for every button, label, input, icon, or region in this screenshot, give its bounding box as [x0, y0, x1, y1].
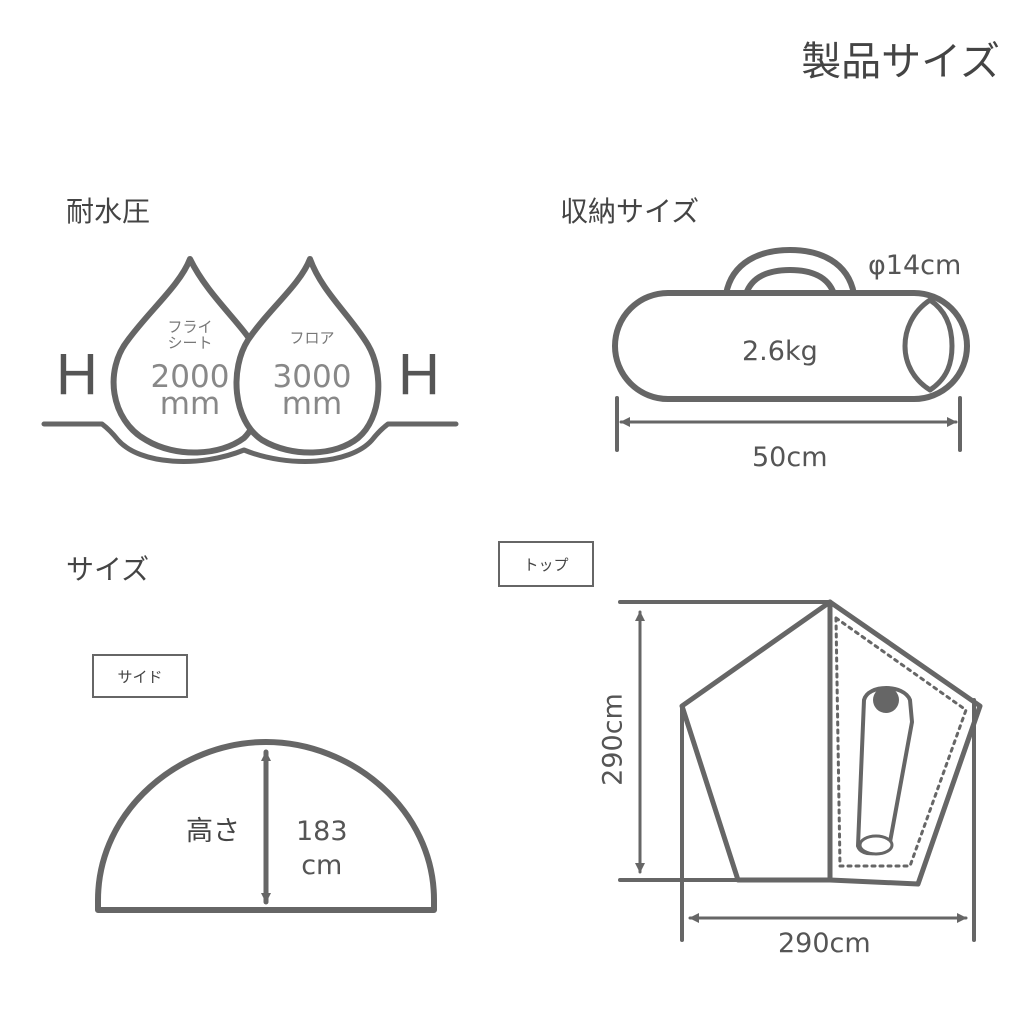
water-pressure-heading: 耐水圧	[66, 195, 151, 228]
side-view-tag: サイド	[92, 654, 188, 698]
bag-weight-label: 2.6kg	[742, 336, 818, 367]
page-title: 製品サイズ	[801, 39, 1000, 85]
h-letter-right: H	[398, 342, 440, 407]
storage-bag-illustration	[612, 247, 970, 452]
ground-line	[41, 421, 459, 464]
height-label: 高さ	[186, 816, 240, 847]
inner-tent-dotted	[834, 616, 968, 868]
top-view-illustration	[618, 599, 983, 942]
top-depth-label: 290cm	[597, 693, 629, 786]
water-pressure-illustration	[41, 256, 459, 464]
tent-outline	[679, 599, 833, 883]
drop-floor	[233, 256, 382, 456]
floor-value: 3000 mm	[272, 359, 352, 423]
side-view-illustration	[95, 739, 437, 913]
top-view-tag: トップ	[498, 541, 594, 587]
bag-handle	[723, 247, 857, 297]
storage-size-heading: 収納サイズ	[560, 195, 700, 228]
fly-sheet-label-line1: フライ	[167, 318, 213, 336]
top-width-label: 290cm	[778, 928, 871, 959]
bag-body	[612, 290, 970, 402]
bag-diameter-label: φ14cm	[868, 250, 962, 281]
size-heading: サイズ	[66, 553, 150, 586]
fly-sheet-label-line2: シート	[167, 333, 213, 352]
h-letter-left: H	[56, 342, 98, 407]
sleeper-head	[873, 687, 899, 713]
bag-end-cap	[902, 297, 955, 393]
fly-sheet-label: フライ シート	[150, 318, 230, 352]
floor-label: フロア	[289, 329, 335, 347]
bag-length-label: 50cm	[752, 442, 828, 473]
height-value: 183 cm	[296, 816, 348, 881]
fly-sheet-value: 2000 mm	[150, 359, 230, 423]
